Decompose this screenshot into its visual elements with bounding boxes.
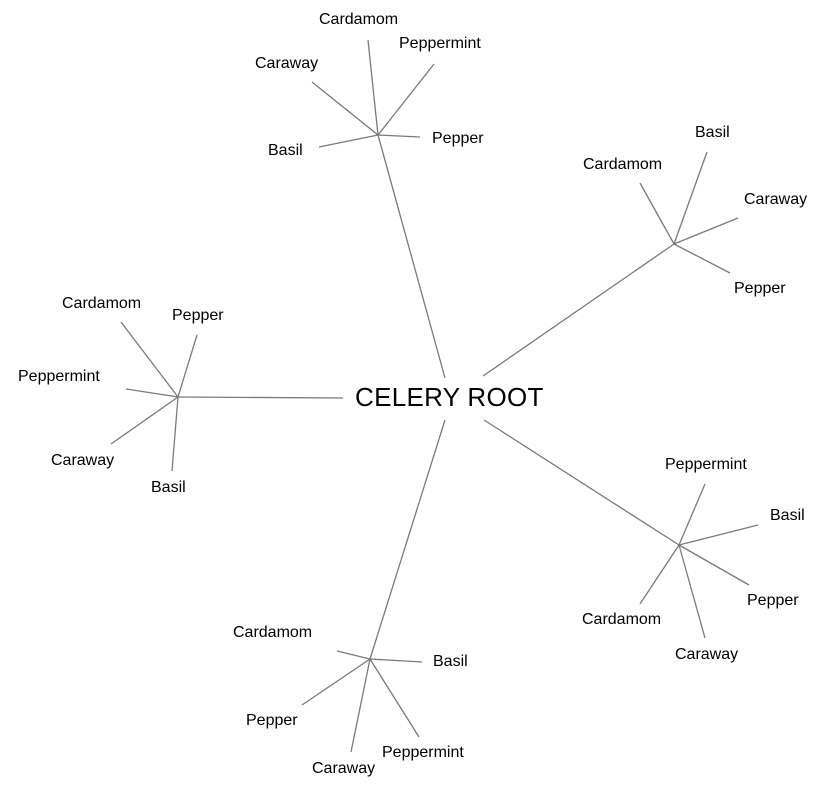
leaf-label-bottom-pepper: Pepper (246, 712, 298, 729)
leaf-edge-left-pepper (177, 334, 198, 398)
branch-edge-bottom-right (483, 419, 680, 546)
leaf-label-left-pepper: Pepper (172, 307, 224, 324)
leaf-label-top-right-pepper: Pepper (734, 280, 786, 297)
leaf-label-left-caraway: Caraway (51, 452, 115, 469)
leaf-label-left-basil: Basil (151, 479, 186, 496)
leaf-edge-left-cardamom (120, 321, 179, 398)
leaf-edge-top-peppermint (377, 63, 435, 136)
leaf-edge-bottom-basil (369, 658, 423, 663)
leaf-label-bottom-caraway: Caraway (312, 760, 376, 777)
leaf-label-top-peppermint: Peppermint (399, 35, 481, 52)
leaf-edge-left-basil (171, 396, 179, 472)
leaf-label-bottom-right-peppermint: Peppermint (665, 456, 747, 473)
leaf-label-top-caraway: Caraway (255, 55, 319, 72)
leaf-edge-top-right-pepper (673, 243, 731, 274)
leaf-label-left-cardamom: Cardamom (62, 295, 142, 312)
leaf-label-top-right-basil: Basil (695, 124, 730, 141)
leaf-edge-top-pepper (377, 134, 421, 138)
leaf-edge-top-basil (318, 134, 379, 148)
leaf-label-bottom-right-basil: Basil (770, 507, 805, 524)
leaf-label-bottom-peppermint: Peppermint (382, 744, 464, 761)
leaf-label-bottom-right-cardamom: Cardamom (582, 611, 662, 628)
leaf-label-bottom-cardamom: Cardamom (233, 624, 313, 641)
leaf-edge-top-cardamom (367, 39, 379, 136)
leaf-label-left-peppermint: Peppermint (18, 368, 100, 385)
leaf-label-top-pepper: Pepper (432, 130, 484, 147)
leaf-edge-top-right-cardamom (639, 182, 675, 245)
leaf-edge-bottom-right-peppermint (678, 483, 706, 546)
branch-edge-bottom (369, 419, 446, 660)
leaf-edge-bottom-pepper (301, 658, 371, 706)
leaf-edge-top-right-caraway (673, 217, 739, 245)
leaf-label-top-right-caraway: Caraway (744, 191, 808, 208)
leaf-label-top-basil: Basil (268, 142, 303, 159)
leaf-label-bottom-basil: Basil (433, 653, 468, 670)
leaf-label-top-cardamom: Cardamom (319, 11, 399, 28)
leaf-label-bottom-right-caraway: Caraway (675, 646, 739, 663)
leaf-edge-bottom-right-cardamom (639, 544, 680, 605)
leaf-edge-bottom-cardamom (336, 650, 371, 660)
root-node-label: CELERY ROOT (355, 382, 544, 412)
leaf-edge-left-caraway (110, 396, 179, 445)
branch-edge-left (177, 396, 344, 399)
leaf-edge-bottom-right-basil (678, 524, 759, 546)
leaf-edge-bottom-right-caraway (678, 544, 706, 639)
leaf-edge-bottom-peppermint (369, 658, 420, 738)
leaf-edge-top-right-basil (673, 151, 708, 245)
branch-edge-top (377, 134, 446, 379)
leaf-edge-left-peppermint (125, 388, 179, 398)
leaf-edge-top-caraway (311, 81, 379, 136)
leaf-label-top-right-cardamom: Cardamom (583, 156, 663, 173)
branch-edge-top-right (482, 243, 675, 377)
leaf-edge-bottom-right-pepper (678, 544, 750, 586)
leaf-label-bottom-right-pepper: Pepper (747, 592, 799, 609)
leaf-edge-bottom-caraway (350, 658, 371, 753)
